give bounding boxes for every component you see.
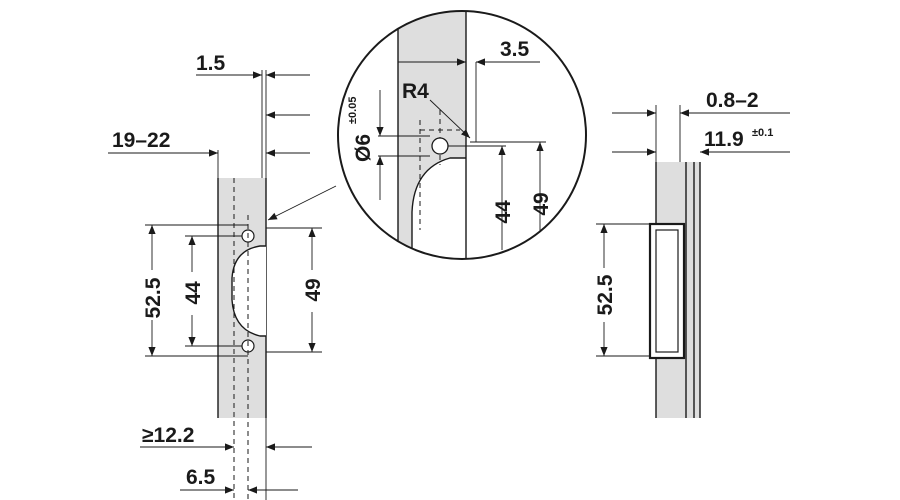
dim-min-width: ≥12.2 — [142, 424, 194, 447]
front-view: 1.5 19–22 52.5 44 49 ≥12.2 6.5 — [108, 52, 325, 500]
dim-hole-outer: 52.5 — [142, 277, 165, 318]
dim-detail-inner: 44 — [492, 200, 515, 224]
dim-depth-tol: ±0.1 — [752, 127, 773, 139]
dim-offset: 3.5 — [500, 38, 530, 61]
dim-diameter: Ø6 — [352, 134, 375, 162]
side-box-inner — [655, 229, 679, 353]
dim-side-height: 52.5 — [594, 274, 617, 315]
dim-backset: 19–22 — [112, 129, 170, 152]
detail-circle — [337, 10, 587, 260]
cutout-fill — [232, 246, 266, 336]
radius-leader — [429, 99, 471, 139]
dim-top-gap: 1.5 — [196, 52, 226, 75]
detail-leader — [267, 185, 337, 221]
detail-view: 3.5 R4 Ø6 ±0.05 44 49 — [337, 10, 587, 260]
detail-cutout-outline — [411, 157, 466, 259]
dim-depth: 11.9 — [704, 128, 744, 151]
dim-diameter-tol: ±0.05 — [347, 97, 359, 124]
dim-cutout: 49 — [302, 278, 325, 301]
cutout-outline — [231, 245, 266, 337]
dim-thickness: 0.8–2 — [706, 89, 759, 112]
dim-edge-dist: 6.5 — [186, 466, 216, 489]
detail-hole — [431, 137, 449, 155]
dim-radius: R4 — [402, 80, 429, 103]
detail-cutout-fill — [412, 158, 466, 259]
side-view: 0.8–2 11.9 ±0.1 52.5 — [594, 89, 790, 418]
dim-detail-outer: 49 — [530, 192, 553, 215]
dim-hole-inner: 44 — [182, 281, 205, 305]
